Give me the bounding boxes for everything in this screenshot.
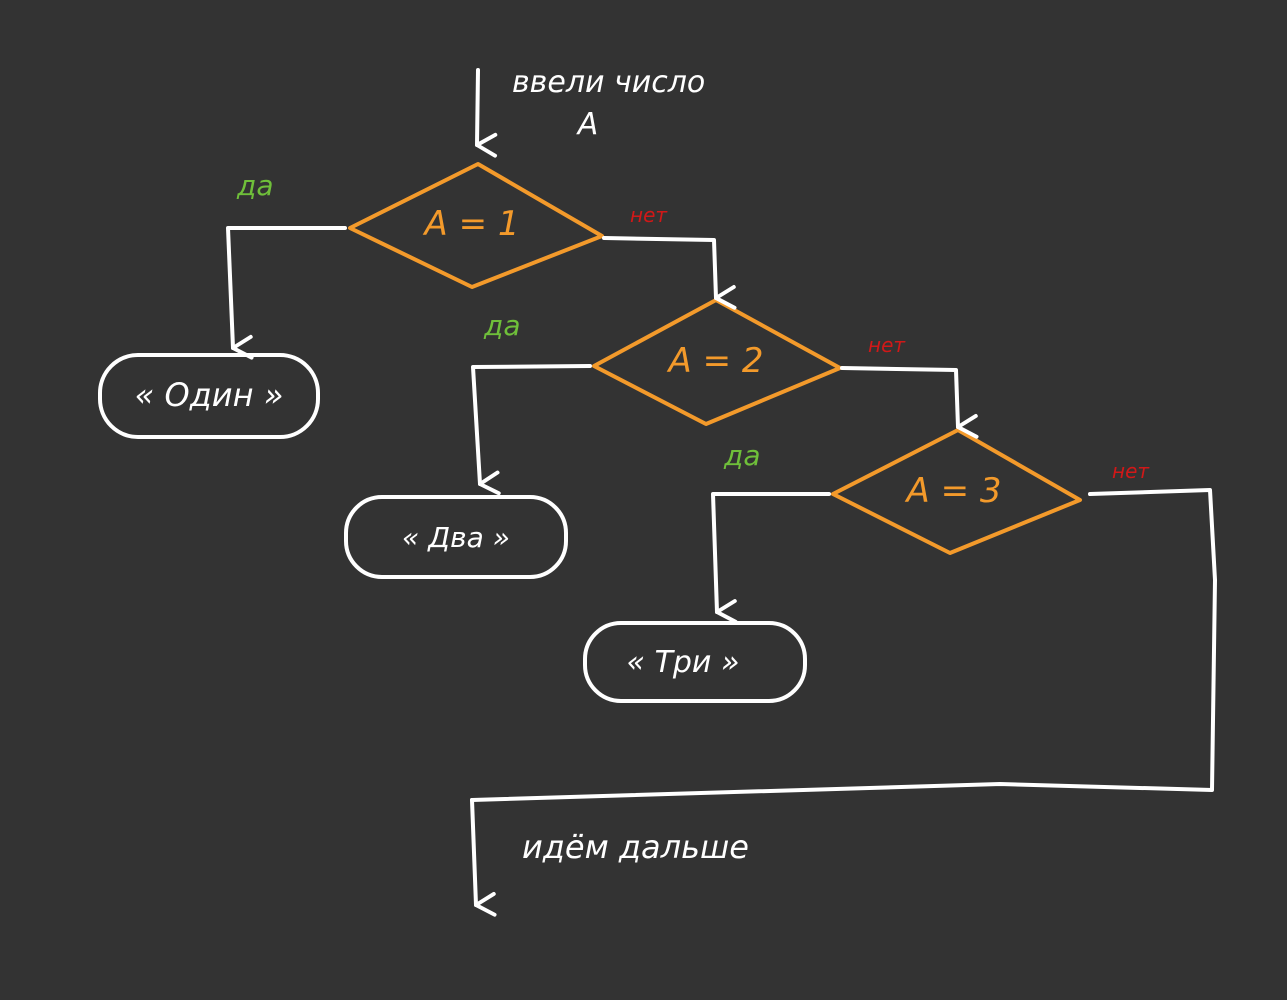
decision-2-no-label: нет xyxy=(868,333,906,357)
terminal-three-label: « Три » xyxy=(627,645,740,680)
decision-3-yes-arrow xyxy=(711,492,831,624)
entry-label-line2: А xyxy=(576,107,599,142)
decision-1-no-arrow xyxy=(602,236,737,310)
decision-2-diamond xyxy=(592,298,842,426)
decision-2-condition: А = 2 xyxy=(667,341,764,381)
decision-1-yes-label: да xyxy=(236,169,274,202)
decision-3-diamond xyxy=(831,428,1082,555)
decision-3-yes-label: да xyxy=(723,439,761,472)
terminal-one-label: « Один » xyxy=(135,376,284,414)
entry-arrow xyxy=(475,68,498,158)
terminal-two xyxy=(344,495,568,579)
decision-2-no-arrow xyxy=(840,366,979,439)
decision-1-condition: А = 1 xyxy=(423,204,520,244)
decision-3-condition: А = 3 xyxy=(905,471,1002,511)
exit-arrow xyxy=(470,798,497,917)
decision-2-yes-arrow xyxy=(471,364,592,496)
decision-1-yes-arrow xyxy=(226,226,347,360)
decision-1-no-label: нет xyxy=(630,203,668,227)
terminal-two-label: « Два » xyxy=(402,521,510,554)
decision-1-diamond xyxy=(348,162,604,289)
decision-3-no-path xyxy=(470,488,1217,802)
terminal-three xyxy=(583,621,807,703)
decision-2-yes-label: да xyxy=(483,309,521,342)
exit-label: идём дальше xyxy=(522,828,749,866)
terminal-one xyxy=(98,353,320,439)
entry-label-line1: ввели число xyxy=(512,65,705,100)
decision-3-no-label: нет xyxy=(1112,459,1150,483)
